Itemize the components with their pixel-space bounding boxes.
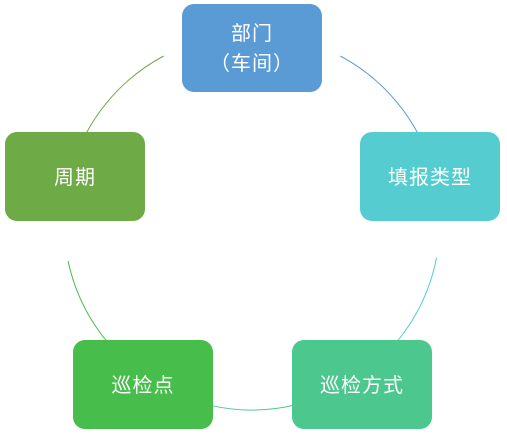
node-cycle: 周期 — [5, 132, 145, 221]
node-department-line-1: 部门 — [231, 21, 273, 45]
node-inspection-point: 巡检点 — [73, 340, 213, 429]
connector-inspection-method-to-inspection-point — [209, 403, 298, 411]
node-department-line-2: （车间） — [210, 51, 294, 75]
node-inspection-method-label: 巡检方式 — [320, 372, 404, 397]
node-inspection-point-label: 巡检点 — [111, 372, 175, 397]
node-report-type-label: 填报类型 — [388, 164, 472, 189]
node-department: 部门 （车间） — [182, 4, 322, 92]
node-inspection-method: 巡检方式 — [292, 340, 432, 429]
node-cycle-label: 周期 — [54, 164, 96, 189]
node-report-type: 填报类型 — [360, 132, 500, 221]
